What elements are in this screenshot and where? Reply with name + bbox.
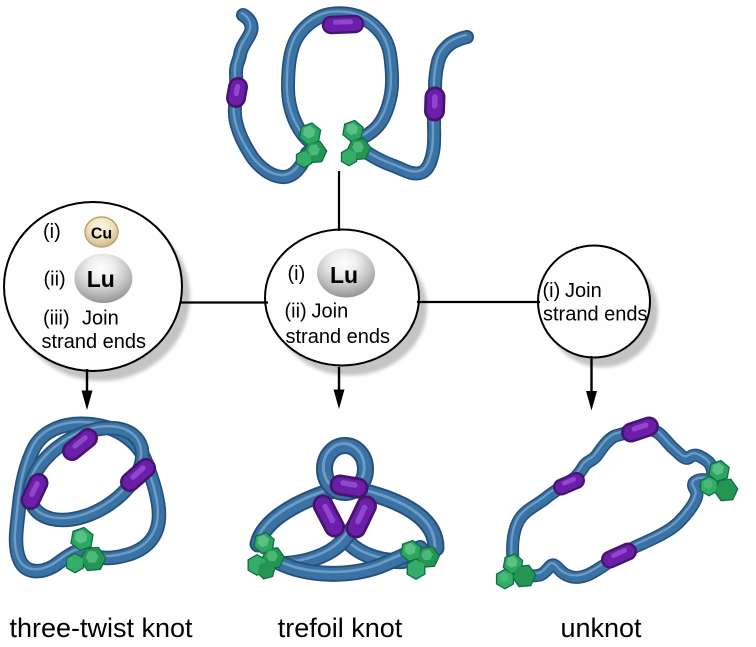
svg-text:Cu: Cu xyxy=(91,226,112,243)
svg-text:Join: Join xyxy=(312,301,349,323)
svg-text:(i): (i) xyxy=(43,221,61,243)
svg-text:(iii): (iii) xyxy=(43,308,70,330)
svg-text:strand ends: strand ends xyxy=(286,326,391,348)
svg-text:(i): (i) xyxy=(543,280,561,302)
svg-text:strand ends: strand ends xyxy=(543,304,648,326)
svg-text:three-twist knot: three-twist knot xyxy=(9,613,193,643)
svg-text:(ii): (ii) xyxy=(285,301,307,323)
svg-text:Join: Join xyxy=(565,280,602,302)
svg-text:(ii): (ii) xyxy=(44,269,66,291)
svg-text:(i): (i) xyxy=(288,263,306,285)
svg-text:trefoil knot: trefoil knot xyxy=(278,613,403,643)
svg-text:Join: Join xyxy=(82,308,119,330)
svg-text:strand ends: strand ends xyxy=(42,331,147,353)
svg-text:Lu: Lu xyxy=(330,262,358,288)
svg-text:Lu: Lu xyxy=(87,266,115,292)
svg-text:unknot: unknot xyxy=(560,613,642,643)
